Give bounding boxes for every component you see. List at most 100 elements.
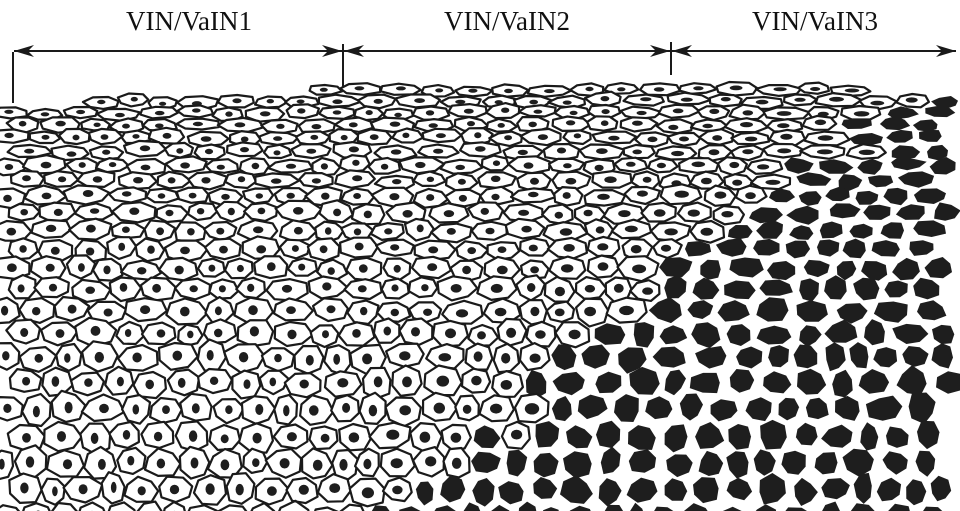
cell-nucleus [458,179,466,185]
atypical-nucleus [518,502,538,511]
cell-nucleus [258,208,266,215]
atypical-nucleus [925,257,953,278]
cell-nucleus [256,245,266,253]
atypical-nucleus [825,187,850,201]
cell-nucleus [97,100,105,104]
cell-nucleus [19,245,26,253]
cell-nucleus [386,430,399,440]
atypical-nucleus [892,324,928,344]
cell-nucleus [467,121,475,126]
cell-nucleus [225,111,232,116]
atypical-nucleus [861,261,887,281]
atypical-nucleus [799,325,822,347]
cell-nucleus [561,264,573,272]
atypical-nucleus [925,106,955,117]
cell-nucleus [221,459,230,470]
cell-nucleus [140,305,150,314]
cell-nucleus [437,376,450,387]
cell-nucleus [271,178,282,183]
cell-nucleus [681,98,693,102]
cell-nucleus [333,354,340,365]
cell-nucleus [632,121,643,126]
atypical-nucleus [534,453,559,478]
cell-nucleus [555,212,563,219]
cell-nucleus [253,433,262,444]
cell-nucleus [283,405,289,416]
cell-nucleus [19,121,27,127]
atypical-nucleus [666,454,693,477]
cell-nucleus [501,380,512,390]
atypical-nucleus [886,427,909,448]
cell-nucleus [46,264,55,272]
cell-nucleus [411,327,420,336]
cell-nucleus [359,264,368,273]
cell-nucleus [286,164,296,169]
cell-nucleus [206,483,215,494]
atypical-nucleus [843,449,874,477]
atypical-nucleus [730,369,754,393]
cell-nucleus [292,245,299,252]
cell-nucleus [495,308,507,317]
cell-nucleus [52,376,60,387]
cell-nucleus [774,87,787,91]
cell-nucleus [529,245,538,252]
atypical-nucleus [919,130,942,142]
atypical-nucleus [854,473,872,504]
cell-nucleus [518,150,528,155]
atypical-nucleus [934,202,960,220]
cell-nucleus [52,486,58,496]
cell-nucleus [4,133,13,138]
cell-nucleus [535,330,546,339]
cell-outline [312,508,339,511]
cell-nucleus [391,458,403,468]
cell-nucleus [32,307,40,315]
atypical-nucleus [463,502,482,511]
atypical-nucleus [757,326,792,345]
atypical-nucleus [826,342,846,371]
atypical-nucleus [819,159,853,174]
cell-nucleus [355,86,365,90]
cell-nucleus [133,404,140,414]
cell-nucleus [240,147,249,152]
cell-nucleus [349,122,358,127]
cell-nucleus [389,193,399,200]
cell-nucleus [244,379,251,389]
cell-nucleus [129,208,139,215]
atypical-nucleus [835,396,860,421]
cell-nucleus [267,262,276,271]
atypical-nucleus [917,300,946,320]
atypical-nucleus [474,425,501,448]
cell-nucleus [78,263,85,272]
atypical-nucleus [849,503,877,511]
cell-nucleus [133,177,143,183]
cell-nucleus [433,149,443,154]
cell-nucleus [42,135,50,140]
cell-nucleus [491,284,503,293]
cell-nucleus [109,162,116,167]
cell-nucleus [399,351,410,360]
cell-nucleus [640,97,651,101]
cell-nucleus [402,133,409,138]
cell-nucleus [232,98,241,103]
cell-nucleus [597,243,608,250]
atypical-nucleus [471,452,501,473]
atypical-nucleus [566,425,592,448]
cell-nucleus [415,162,425,168]
cell-nucleus [86,225,96,233]
cell-nucleus [870,101,884,106]
cell-nucleus [250,326,259,336]
cell-nucleus [252,458,259,467]
atypical-nucleus [881,222,904,239]
cell-nucleus [501,108,509,113]
cell-nucleus [137,267,146,274]
cell-nucleus [214,329,222,338]
cell-nucleus [428,246,438,253]
cell-nucleus [740,122,753,127]
cell-nucleus [661,245,671,252]
cell-nucleus [637,191,648,197]
cell-nucleus [122,227,130,233]
cell-nucleus [643,177,652,183]
cell-nucleus [321,193,329,200]
cell-nucleus [654,209,666,216]
cell-nucleus [701,178,712,185]
